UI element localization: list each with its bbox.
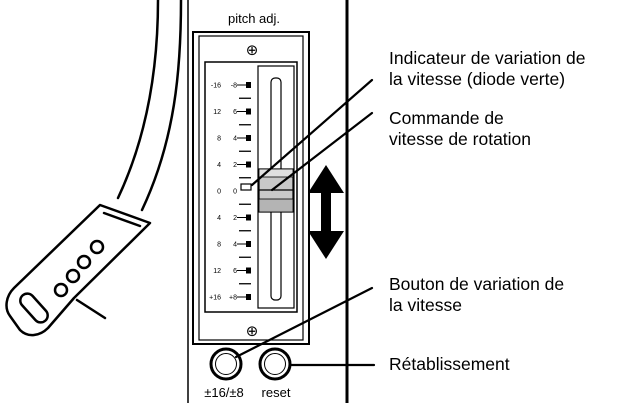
slide-direction-arrow-icon xyxy=(308,165,344,259)
scale-label-outer: 4 xyxy=(217,215,221,222)
scale-tick-block xyxy=(246,241,251,247)
scale-tick-block xyxy=(246,161,251,168)
scale-label-outer: 8 xyxy=(217,242,221,249)
pitch-adj-label: pitch adj. xyxy=(228,11,280,26)
callout-indicator: Indicateur de variation de la vitesse (d… xyxy=(389,48,586,90)
reset-button-label: reset xyxy=(262,385,291,400)
leader-indicator xyxy=(250,78,374,187)
callout-range-button: Bouton de variation de la vitesse xyxy=(389,274,564,316)
pitch-range-button-ring xyxy=(215,353,237,375)
scale-label-inner: 2 xyxy=(233,215,237,222)
leader-control xyxy=(270,111,374,192)
scale-label-outer: 0 xyxy=(217,189,221,196)
scale-label-inner: 2 xyxy=(233,162,237,169)
zero-indicator-led xyxy=(240,183,252,191)
callout-indicator-line1: Indicateur de variation de xyxy=(389,48,586,68)
scale-tick-block xyxy=(246,135,251,141)
tonearm xyxy=(5,0,183,337)
scale-label-outer: 12 xyxy=(213,268,221,275)
callout-reset-text: Rétablissement xyxy=(389,354,510,374)
leader-lines xyxy=(234,78,376,367)
scale-label-outer: -16 xyxy=(211,83,221,90)
leader-range-button xyxy=(234,286,374,359)
callout-range-button-line1: Bouton de variation de xyxy=(389,274,565,294)
callout-control-line2: vitesse de rotation xyxy=(389,129,532,149)
reset-button-ring xyxy=(264,353,286,375)
scale-label-outer: 4 xyxy=(217,162,221,169)
callout-control: Commande de vitesse de rotation xyxy=(389,108,531,150)
callout-control-line1: Commande de xyxy=(389,108,504,128)
scale-label-outer: 8 xyxy=(217,136,221,143)
pitch-range-button-label: ±16/±8 xyxy=(204,385,244,400)
scale-label-inner: 6 xyxy=(233,268,237,275)
scale-label-inner: -8 xyxy=(231,83,237,90)
scale-tick-block xyxy=(246,108,251,115)
screw-top-icon: ⊕ xyxy=(246,41,259,59)
scale-label-inner: 0 xyxy=(233,189,237,196)
scale-label-outer: +16 xyxy=(209,295,221,302)
pitch-scale: -16 -8 12 6 8 4 4 2 0 0 4 2 8 4 12 6 +16 +8 xyxy=(209,82,251,302)
callout-indicator-line2: la vitesse (diode verte) xyxy=(389,69,566,89)
pitch-slider-knob[interactable] xyxy=(258,168,294,213)
scale-tick-block xyxy=(246,214,251,221)
scale-tick-block xyxy=(246,294,251,300)
scale-tick-block xyxy=(246,82,251,88)
scale-tick-block xyxy=(246,267,251,274)
scale-label-inner: +8 xyxy=(229,295,237,302)
callout-reset: Rétablissement xyxy=(389,354,510,375)
scale-label-inner: 4 xyxy=(233,136,237,143)
callout-range-button-line2: la vitesse xyxy=(389,295,462,315)
scale-label-inner: 4 xyxy=(233,242,237,249)
scale-label-inner: 6 xyxy=(233,109,237,116)
screw-bottom-icon: ⊕ xyxy=(246,322,259,340)
scale-label-outer: 12 xyxy=(213,109,221,116)
